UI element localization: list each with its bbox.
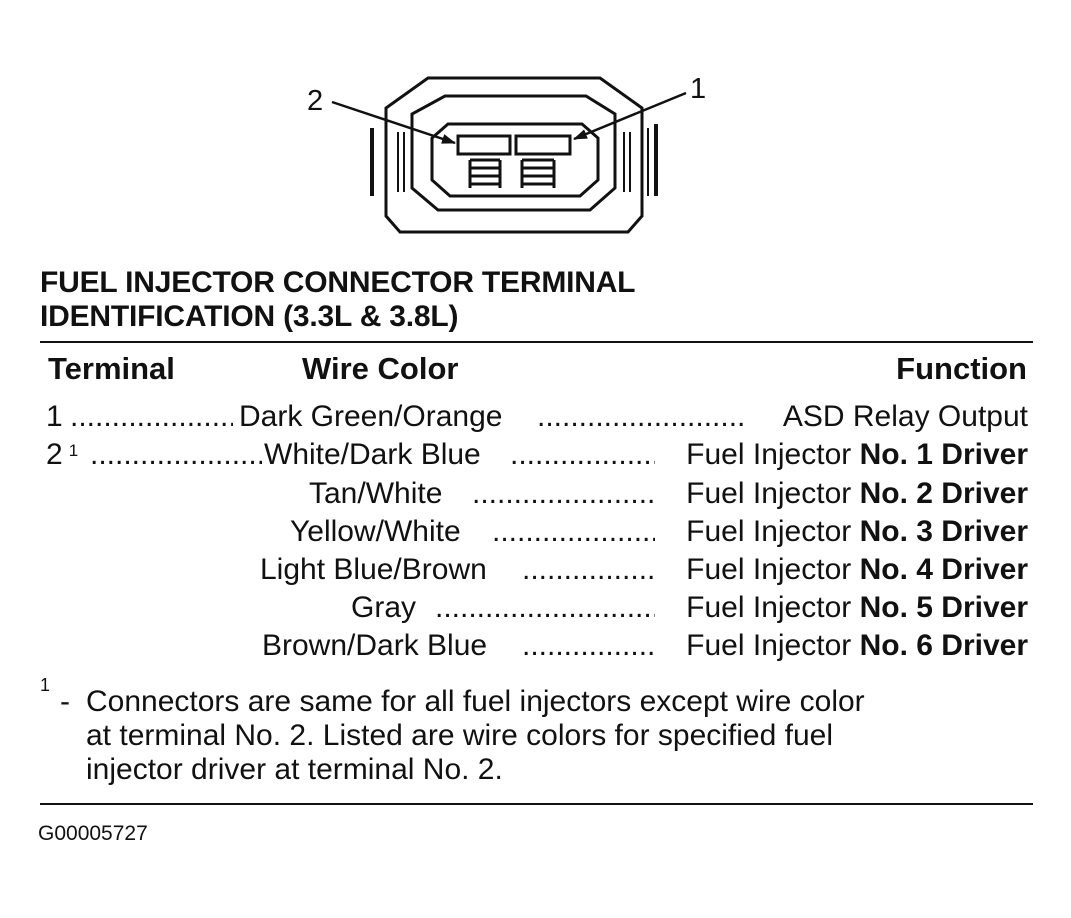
function-text: Fuel Injector No. 3 Driver — [686, 515, 1028, 548]
footnote-line2: at terminal No. 2. Listed are wire color… — [86, 719, 833, 752]
table-row: 21 .....................................… — [40, 436, 1028, 474]
dot-leader: ........................................… — [522, 629, 655, 662]
table-row: Gray ...................................… — [40, 589, 1028, 627]
top-divider — [40, 341, 1033, 343]
header-function: Function — [896, 351, 1027, 386]
dot-leader: ........................................… — [90, 438, 262, 471]
footnote-ref: 1 — [68, 441, 79, 460]
table-row: Tan/White ..............................… — [40, 475, 1028, 513]
table-row: Brown/Dark Blue ........................… — [40, 627, 1028, 665]
function-text: Fuel Injector No. 4 Driver — [686, 553, 1028, 586]
wire-color: Brown/Dark Blue — [262, 629, 488, 662]
wire-color: Tan/White — [309, 477, 443, 510]
dot-leader: ........................................… — [492, 515, 655, 548]
wire-color: Yellow/White — [290, 515, 461, 548]
bottom-divider — [40, 803, 1033, 805]
figure-id: G00005727 — [38, 822, 148, 845]
table-title-line2: IDENTIFICATION (3.3L & 3.8L) — [40, 300, 459, 333]
function-text: Fuel Injector No. 6 Driver — [686, 629, 1028, 662]
footnote-marker: 1 — [40, 675, 51, 695]
footnote-line1: Connectors are same for all fuel injecto… — [86, 685, 865, 718]
terminal-number: 1 — [46, 400, 63, 433]
header-terminal: Terminal — [48, 351, 175, 386]
function-text: Fuel Injector No. 2 Driver — [686, 477, 1028, 510]
wire-color: Gray — [351, 591, 417, 624]
connector-body — [370, 76, 658, 234]
terminal-pins — [468, 158, 556, 188]
wire-color: Dark Green/Orange — [239, 400, 503, 433]
callout-terminal-2: 2 — [307, 85, 323, 117]
dot-leader: ........................................… — [472, 477, 655, 510]
header-wire-color: Wire Color — [302, 351, 459, 386]
footnote-line3: injector driver at terminal No. 2. — [86, 753, 503, 786]
function-text: Fuel Injector No. 1 Driver — [686, 438, 1028, 471]
wire-color: Light Blue/Brown — [260, 553, 487, 586]
footnote-dash: - — [60, 685, 70, 718]
table-row: Yellow/White ...........................… — [40, 513, 1028, 551]
dot-leader: ........................................… — [537, 400, 747, 433]
dot-leader: ........................................… — [435, 591, 655, 624]
dot-leader: ........................................… — [522, 553, 655, 586]
wire-color: White/Dark Blue — [264, 438, 481, 471]
function-text: Fuel Injector No. 5 Driver — [686, 591, 1028, 624]
table-title-line1: FUEL INJECTOR CONNECTOR TERMINAL — [40, 266, 636, 299]
dot-leader: ........................................… — [510, 438, 655, 471]
callout-arrows — [331, 91, 687, 145]
function-text: ASD Relay Output — [782, 400, 1028, 433]
table-row: 1 ......................................… — [40, 398, 1028, 436]
dot-leader: ........................................… — [70, 400, 233, 433]
table-row: Light Blue/Brown .......................… — [40, 551, 1028, 589]
connector-diagram: 2 1 — [307, 73, 706, 234]
callout-terminal-1: 1 — [690, 73, 706, 105]
